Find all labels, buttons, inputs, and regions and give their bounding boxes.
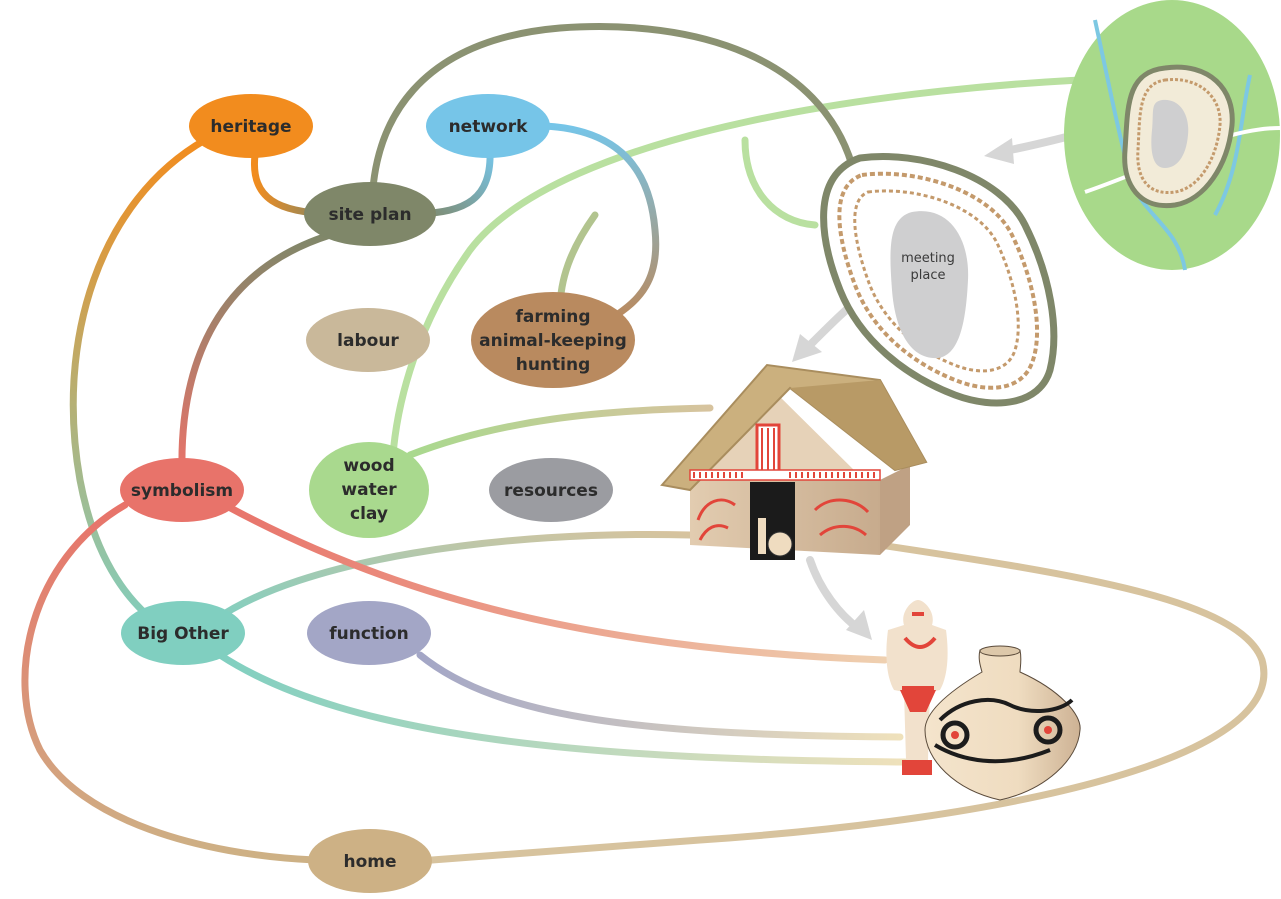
node-site-plan[interactable]: site plan xyxy=(304,182,436,246)
pot-body xyxy=(924,649,1081,801)
node-function-label: function xyxy=(329,624,408,644)
pot-rim xyxy=(979,645,1021,657)
node-wood-label-line2: water xyxy=(341,480,397,500)
connector-house-home xyxy=(428,541,1268,864)
pot-spiral-right xyxy=(1033,715,1063,745)
node-site-plan-label: site plan xyxy=(328,205,411,225)
node-function[interactable]: function xyxy=(307,601,431,665)
node-labour-label: labour xyxy=(337,331,399,351)
house-side-wall xyxy=(880,465,910,555)
river-branch-icon xyxy=(1213,74,1252,216)
node-heritage-label: heritage xyxy=(210,117,291,137)
house-roof-side xyxy=(790,380,926,470)
connector-symbolism-home xyxy=(21,501,319,864)
house-gable xyxy=(700,385,862,478)
pot-spiral-left-core xyxy=(951,731,959,739)
house-frieze-pattern xyxy=(693,472,875,478)
nodes: heritage network site plan labour farmin… xyxy=(120,94,635,893)
node-wood-water-clay[interactable]: wood water clay xyxy=(309,442,429,538)
figurine-loincloth xyxy=(900,690,936,712)
node-function-shape xyxy=(307,601,431,665)
node-wood-label-line1: wood xyxy=(343,456,394,476)
flow-arrowheads xyxy=(792,138,1014,640)
node-network-label: network xyxy=(449,117,529,137)
mini-settlement-ring xyxy=(1136,78,1222,195)
node-farming-shape xyxy=(471,292,635,388)
settlement-house-ring-outer xyxy=(837,171,1040,390)
node-symbolism-shape xyxy=(120,458,244,522)
meeting-place-area xyxy=(890,211,969,359)
node-labour[interactable]: labour xyxy=(306,308,430,372)
node-resources-label: resources xyxy=(504,481,598,501)
mini-meeting-place xyxy=(1151,99,1189,168)
node-farming-label-line2: animal-keeping xyxy=(479,331,627,351)
house-wall-decoration-right xyxy=(813,498,870,537)
node-symbolism-label: symbolism xyxy=(131,481,233,501)
arrow-house-objects xyxy=(806,556,862,632)
settlement-house-ring-inner xyxy=(853,189,1020,373)
house-wall-decoration-left xyxy=(696,498,736,541)
settlement-plan: meeting place xyxy=(820,153,1058,407)
arrowhead-settlement xyxy=(984,138,1014,164)
pot-spiral-right-core xyxy=(1044,726,1052,734)
node-big-other[interactable]: Big Other xyxy=(121,601,245,665)
pot-spiral-left xyxy=(940,720,970,750)
meeting-place-label-line1: meeting xyxy=(901,251,955,266)
node-symbolism[interactable]: symbolism xyxy=(120,458,244,522)
landscape-illustration xyxy=(1064,0,1281,271)
node-wood-label-line3: clay xyxy=(350,504,388,524)
connector-branch-settlement xyxy=(741,136,819,229)
house-gable-stripes xyxy=(761,428,775,470)
connector-wood-house xyxy=(406,404,714,459)
node-home[interactable]: home xyxy=(308,829,432,893)
connector-bigother-house xyxy=(211,530,694,624)
pot-decoration xyxy=(933,698,1074,764)
node-site-plan-shape xyxy=(304,182,436,246)
connector-bigother-pot xyxy=(216,651,909,766)
connector-symbolism-figurine xyxy=(221,501,889,664)
node-heritage-shape xyxy=(189,94,313,158)
house-small-pot-icon xyxy=(767,531,793,557)
connector-network-farming xyxy=(541,122,660,322)
node-big-other-shape xyxy=(121,601,245,665)
figurine-feet xyxy=(902,760,932,775)
figurine-illustration xyxy=(886,600,948,775)
node-farming[interactable]: farming animal-keeping hunting xyxy=(471,292,635,388)
node-farming-label-line3: hunting xyxy=(516,355,591,375)
node-resources[interactable]: resources xyxy=(489,458,613,522)
pot-illustration xyxy=(924,645,1081,801)
node-resources-shape xyxy=(489,458,613,522)
house-illustration xyxy=(660,363,928,560)
connector-siteplan-settlement xyxy=(368,23,856,214)
connector-function-pot xyxy=(416,651,904,741)
node-labour-shape xyxy=(306,308,430,372)
house-small-figurine-icon xyxy=(758,518,766,554)
node-home-label: home xyxy=(343,852,396,872)
node-heritage[interactable]: heritage xyxy=(189,94,313,158)
figurine-markings xyxy=(902,612,937,690)
node-network[interactable]: network xyxy=(426,94,550,158)
house-frieze xyxy=(689,469,881,481)
node-wood-shape xyxy=(309,442,429,538)
connector-heritage-bigother xyxy=(69,136,209,639)
meeting-place-label-line2: place xyxy=(911,268,946,283)
node-big-other-label: Big Other xyxy=(137,624,229,644)
arrowhead-objects xyxy=(846,610,872,640)
node-network-shape xyxy=(426,94,550,158)
arrowhead-house xyxy=(792,334,822,362)
connector-siteplan-symbolism xyxy=(178,231,334,474)
node-farming-label-line1: farming xyxy=(515,307,590,327)
node-home-shape xyxy=(308,829,432,893)
connector-landscape-wood xyxy=(388,74,1134,474)
